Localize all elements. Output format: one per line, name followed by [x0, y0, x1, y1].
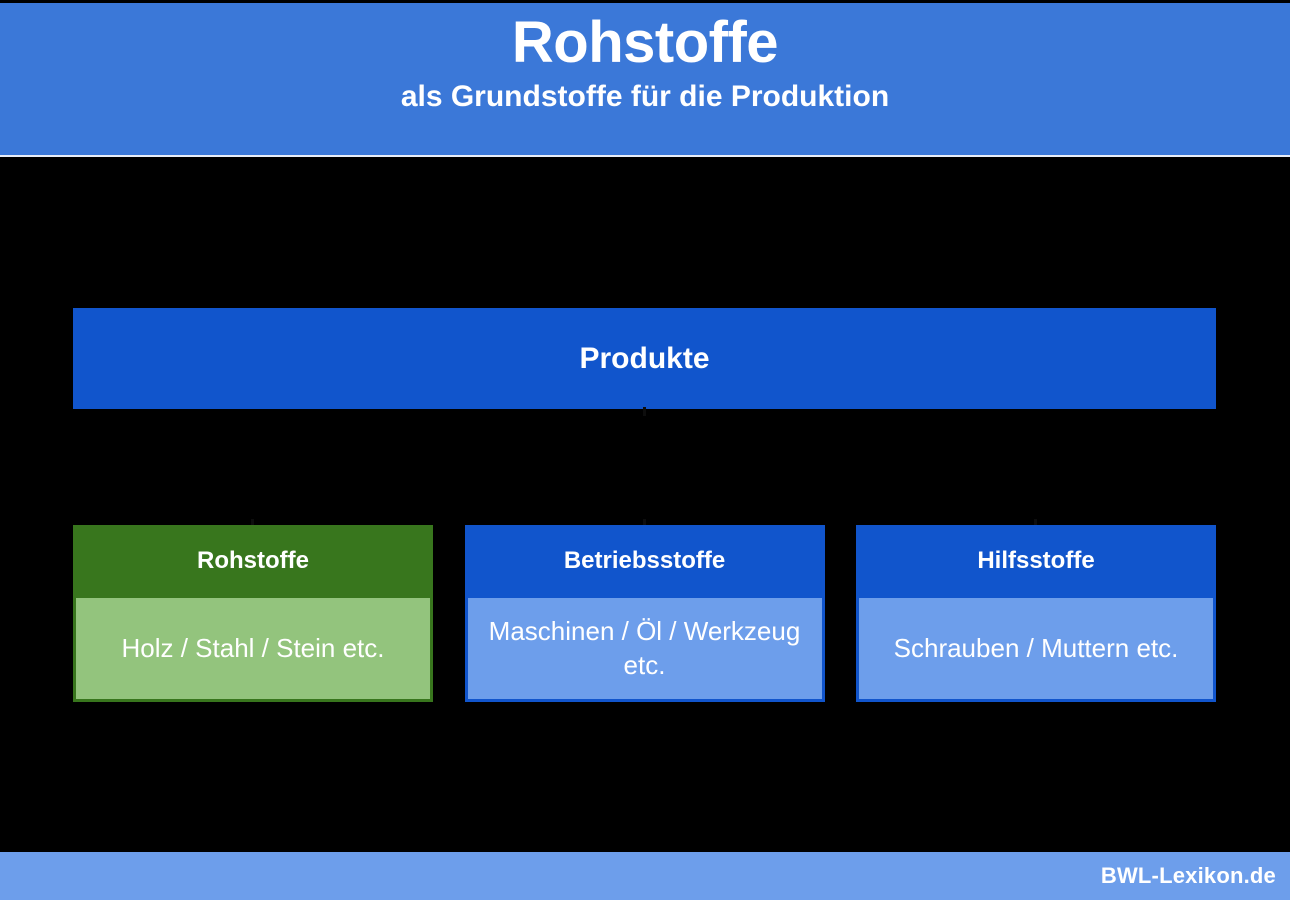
diagram-node-betriebsstoffe: Betriebsstoffe Maschinen / Öl / Werkzeug…: [464, 525, 825, 702]
page-title: Rohstoffe: [511, 10, 779, 75]
page-footer: BWL-Lexikon.de: [0, 852, 1290, 900]
connector-produkte-down: [643, 407, 646, 416]
node-rohstoffe-header: Rohstoffe: [73, 525, 433, 598]
node-betriebsstoffe-body: Maschinen / Öl / Werkzeug etc.: [464, 598, 825, 702]
node-rohstoffe-examples: Holz / Stahl / Stein etc.: [121, 632, 385, 663]
connector-betriebsstoffe-up: [643, 519, 646, 527]
diagram-node-rohstoffe: Rohstoffe Holz / Stahl / Stein etc.: [73, 525, 433, 702]
node-rohstoffe-title: Rohstoffe: [197, 547, 309, 575]
connector-hilfsstoffe-up: [1034, 519, 1037, 527]
diagram-canvas: Produkte Rohstoffe Holz / Stahl / Stein …: [0, 159, 1290, 852]
node-betriebsstoffe-title: Betriebsstoffe: [563, 547, 726, 575]
node-hilfsstoffe-examples: Schrauben / Muttern etc.: [893, 632, 1179, 663]
node-betriebsstoffe-examples: Maschinen / Öl / Werkzeug etc.: [488, 616, 801, 680]
node-betriebsstoffe-header: Betriebsstoffe: [464, 525, 825, 598]
diagram-node-produkte: Produkte: [73, 308, 1216, 409]
node-hilfsstoffe-body: Schrauben / Muttern etc.: [856, 598, 1216, 702]
node-produkte-label: Produkte: [579, 341, 710, 375]
node-rohstoffe-body: Holz / Stahl / Stein etc.: [73, 598, 433, 702]
node-hilfsstoffe-header: Hilfsstoffe: [856, 525, 1216, 598]
page-header: Rohstoffe als Grundstoffe für die Produk…: [0, 3, 1290, 157]
diagram-node-hilfsstoffe: Hilfsstoffe Schrauben / Muttern etc.: [856, 525, 1216, 702]
footer-brand-label: BWL-Lexikon.de: [1100, 862, 1276, 888]
page-subtitle: als Grundstoffe für die Produktion: [400, 79, 890, 113]
node-hilfsstoffe-title: Hilfsstoffe: [977, 547, 1095, 575]
diagram-category-row: Rohstoffe Holz / Stahl / Stein etc. Betr…: [73, 525, 1216, 702]
connector-rohstoffe-up: [251, 519, 254, 527]
